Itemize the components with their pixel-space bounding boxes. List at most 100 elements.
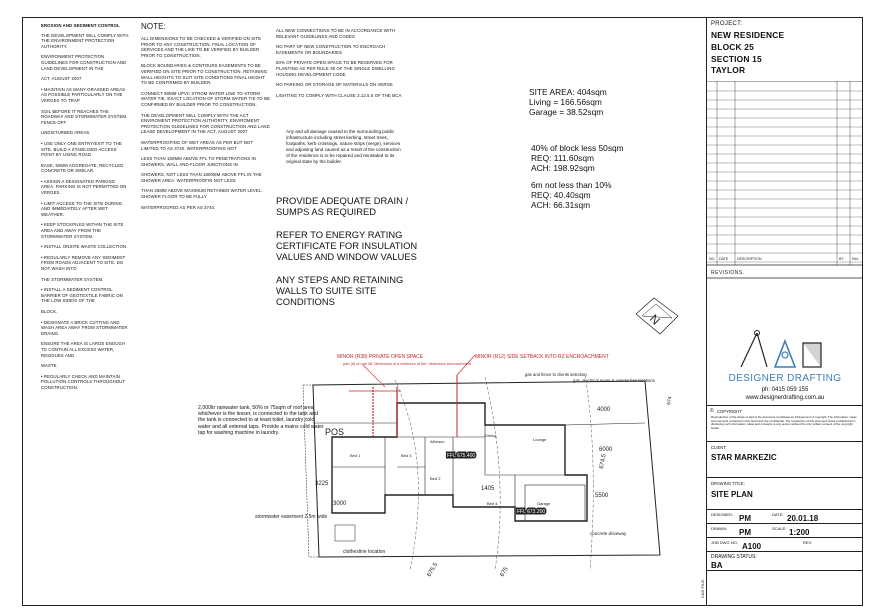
erosion-paragraph: • INSTALL A SEDIMENT CONTROL BARRIER OF … — [41, 287, 123, 304]
erosion-paragraph: UNDISTURBED AREAS. — [41, 130, 91, 136]
instructions: PROVIDE ADEQUATE DRAIN / SUMPS AS REQUIR… — [276, 195, 426, 319]
erosion-paragraph: THE DEVELOPMENT WILL COMPLY WITH THE ENV… — [41, 32, 129, 49]
connection-paragraph: NO PARKING OR STORAGE OF MATERIALS ON VE… — [276, 82, 393, 88]
contour-label: 675.5 — [427, 561, 440, 578]
drawn-row: DRAWN: PM SCALE: 1:200 — [707, 523, 863, 537]
erosion-paragraph: • MAINTAIN AS MANY GRASSED AREAS AS POSS… — [41, 86, 126, 103]
connection-paragraph: ALL NEW CONNECTIONS TO BE IN ACCORDANCE … — [276, 28, 396, 39]
six-m-rule: 6m not less than 10% — [531, 180, 612, 190]
erosion-paragraph: SOIL BEFORE IT REACHES THE ROADWAY AND S… — [41, 108, 128, 125]
note-list: ALL DIMENSIONS TO BE CHECKED & VERIFIED … — [141, 36, 271, 210]
house-outline — [331, 402, 588, 522]
minor-pos-label: MINOR (R38) PRIVATE OPEN SPACE — [337, 354, 424, 360]
erosion-paragraph: ACT, AUGUST 2007 — [41, 76, 82, 82]
erosion-heading: EROSION AND SEDIMENT CONTROL — [41, 23, 120, 28]
erosion-paragraph: WASTE. — [41, 363, 58, 369]
erosion-paragraph: BASE, 50MM AGGREGATE, RECYCLED CONCRETE … — [41, 162, 124, 174]
pos-label: POS — [325, 427, 344, 437]
job-row: JOB DWG NO: A100 REV: — [707, 537, 863, 551]
req-2: REQ: 40.40sqm — [531, 190, 591, 200]
connection-paragraph: NO PART OF NEW CONSTRUCTION TO ENCROACH … — [276, 44, 386, 55]
ach-1: ACH: 198.92sqm — [531, 163, 595, 173]
room-garage: Garage — [537, 501, 551, 506]
ffl-garage: FFL 673.200 — [517, 509, 545, 515]
ach-2: ACH: 66.31sqm — [531, 200, 591, 210]
drawing-title-row: DRAWING TITLE: SITE PLAN — [707, 477, 863, 509]
connection-notes: ALL NEW CONNECTIONS TO BE IN ACCORDANCE … — [276, 28, 406, 103]
contour-label: 674 — [666, 396, 673, 405]
room-bed1: Bed 1 — [350, 453, 361, 458]
site-area: SITE AREA: 404sqm — [529, 87, 607, 97]
project-line: NEW RESIDENCE — [711, 30, 785, 40]
dim-5500: 5500 — [595, 493, 609, 499]
contour-label: 675 — [500, 566, 511, 578]
project-line: SECTION 15 — [711, 53, 762, 64]
driveway-label: concrete driveway — [590, 531, 627, 536]
rev-col-rev: Rev — [852, 257, 859, 261]
note-paragraph: LESS THAN 150MM ABOVE FFL TO PENETRATION… — [141, 156, 256, 167]
revision-table: NO. DATE DESCRIPTION BY Rev REVISIONS. — [707, 81, 863, 279]
minor-pos-sub: part (b) of rule 38 "dimension of a mini… — [343, 362, 472, 366]
job-label: JOB DWG NO: — [711, 540, 738, 545]
rainwater-note: 2,000ltr rainwater tank, 50% or 75sqm of… — [198, 405, 324, 436]
garage-area: Garage = 38.52sqm — [529, 107, 604, 117]
note-paragraph: THAN 25MM ABOVE MAXIMUM RETAINED WATER L… — [141, 188, 263, 200]
date-value: 20.01.18 — [787, 514, 819, 523]
project-line: TAYLOR — [711, 65, 746, 76]
dim-3000: 3000 — [333, 501, 347, 507]
gas-meter-label: gas, electrical meter & comms box locati… — [573, 378, 655, 383]
title-block: PROJECT: NEW RESIDENCE BLOCK 25 SECTION … — [706, 17, 863, 606]
living-area: Living = 166.56sqm — [529, 97, 602, 107]
scale-value: 1:200 — [789, 528, 810, 537]
room-lounge: Lounge — [533, 437, 547, 442]
north-arrow-icon: N — [635, 297, 679, 335]
copyright-text: Reproduction of the whole or part of the… — [711, 415, 857, 431]
copyright-label: COPYRIGHT — [717, 409, 742, 414]
room-bed3: Bed 3 — [401, 453, 412, 458]
rev-col-desc: DESCRIPTION — [737, 257, 762, 261]
project-line: BLOCK 25 — [711, 41, 755, 52]
dim-6000: 6000 — [599, 447, 613, 453]
room-dining: Dining — [485, 433, 496, 438]
date-label: DATE: — [772, 512, 784, 517]
minor-rz-label: MINOR (R12) SIDE SETBACK INTO RZ ENCROAC… — [475, 354, 609, 360]
erosion-paragraph: • INSTALL ONSITE WASTE COLLECTION. — [41, 244, 128, 250]
cad-file-label: CAD FILE: — [700, 578, 705, 598]
status-value: BA — [711, 561, 723, 570]
gas-fence-label: gas and fence to clients selection — [525, 372, 587, 377]
contour-label: 674.5 — [599, 453, 608, 469]
open-space-calc: 40% of block less 50sqm REQ: 111.60sqm A… — [531, 143, 624, 210]
erosion-list: THE DEVELOPMENT WILL COMPLY WITH THE ENV… — [41, 33, 129, 391]
instruction-drain: PROVIDE ADEQUATE DRAIN / SUMPS AS REQUIR… — [276, 195, 409, 217]
req-1: REQ: 111.60sqm — [531, 153, 594, 163]
connection-list: ALL NEW CONNECTIONS TO BE IN ACCORDANCE … — [276, 28, 406, 98]
erosion-paragraph: • USE ONLY ONE ENTRY/EXIT TO THE SITE. B… — [41, 140, 122, 158]
client-label: CLIENT: — [711, 445, 727, 450]
instruction-steps: ANY STEPS AND RETAINING WALLS TO SUITE S… — [276, 274, 404, 307]
brand-website: www.designerdrafting.com.au — [745, 395, 825, 401]
erosion-paragraph: • DESIGNATE A BRICK CUTTING AND WASH ARE… — [41, 319, 128, 336]
designed-row: DESIGNED: PM DATE: 20.01.18 — [707, 509, 863, 523]
erosion-paragraph: • REGULARLY REMOVE ANY SEDIMENT FROM ROA… — [41, 254, 126, 271]
ffl-house: FFL 675.400 — [447, 453, 475, 459]
block-pct: 40% of block less 50sqm — [531, 143, 624, 153]
erosion-paragraph: ENSURE THE AREA IS LARGE ENOUGH TO CONTA… — [41, 341, 126, 358]
sheet-border — [22, 17, 863, 606]
client-row: CLIENT: STAR MARKEZIC — [707, 441, 863, 465]
status-label: DRAWING STATUS: — [711, 554, 757, 560]
erosion-paragraph: • LIMIT ACCESS TO THE SITE DURING AND IM… — [41, 200, 123, 217]
note-paragraph: WATERPROOFED AS PER AS 3740. — [141, 204, 216, 210]
note-paragraph: WATERPROOFING OF WET AREAS AS PER BUT NO… — [141, 139, 254, 151]
drawing-title: SITE PLAN — [711, 490, 753, 499]
connection-paragraph: 50% OF PRIVATE OPEN SPACE TO BE RESERVED… — [276, 60, 395, 77]
room-bed2: Bed 2 — [430, 476, 441, 481]
project-name: NEW RESIDENCE BLOCK 25 SECTION 15 TAYLOR — [711, 30, 784, 77]
client-name: STAR MARKEZIC — [711, 453, 777, 462]
damage-note: Any and all damage caused to the surroun… — [286, 129, 401, 164]
room-bed4: Bed 4 — [487, 501, 498, 506]
rev-label: REV: — [803, 540, 813, 545]
rev-col-date: DATE — [719, 257, 729, 261]
status-row: DRAWING STATUS: BA — [707, 551, 863, 571]
erosion-paragraph: ENVIRONMENT PROTECTION GUIDELINES FOR CO… — [41, 54, 127, 71]
brand-phone: ph: 0415 059 155 — [761, 387, 809, 393]
